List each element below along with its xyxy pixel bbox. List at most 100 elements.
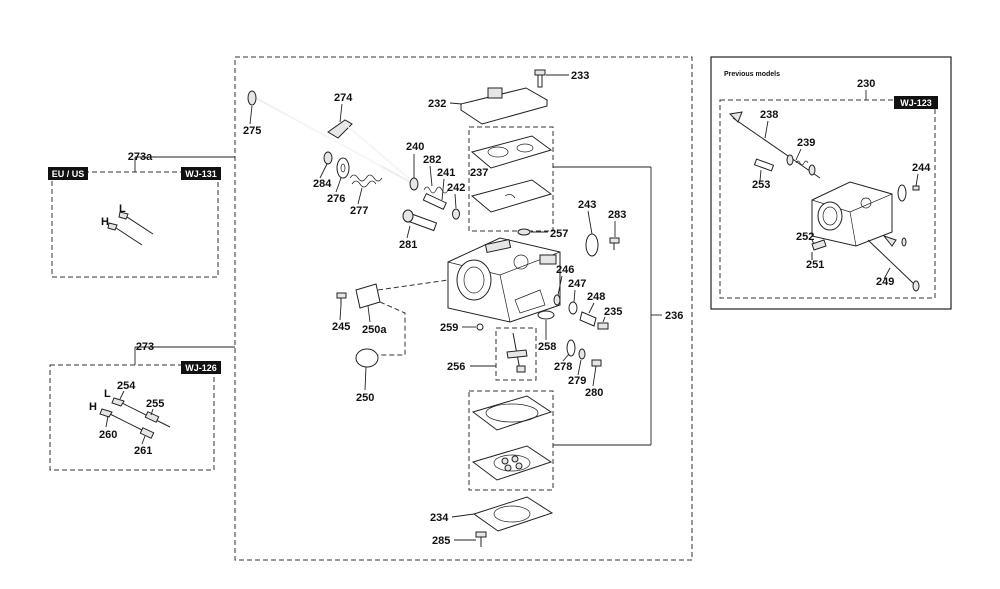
gasket-bottom-a [471, 395, 553, 431]
cover-234 [472, 496, 554, 532]
label-249: 249 [876, 276, 894, 288]
letter-h-273: H [89, 401, 97, 413]
badge-wj131-text: WJ-131 [185, 169, 217, 179]
label-233: 233 [571, 70, 589, 82]
needle-valve-256 [506, 332, 528, 373]
idle-screw-241 [422, 192, 447, 210]
group-273-frame [49, 364, 215, 471]
group-273a-frame [51, 171, 219, 278]
label-257: 257 [550, 228, 568, 240]
label-230: 230 [857, 78, 875, 90]
ball-259 [476, 323, 484, 331]
previous-models-inset [710, 56, 952, 310]
inset-screw-253 [753, 158, 775, 172]
label-247: 247 [568, 278, 586, 290]
label-276: 276 [327, 193, 345, 205]
inset-carburetor-body [811, 181, 893, 247]
badge-wj126-text: WJ-126 [185, 363, 217, 373]
label-281: 281 [399, 239, 417, 251]
choke-lever-274 [327, 119, 441, 206]
badge-eu-us-text: EU / US [52, 169, 85, 179]
inset-plate-244 [897, 184, 907, 202]
gasket-group-frame [468, 126, 554, 232]
letter-l-273: L [104, 388, 111, 400]
label-285: 285 [432, 535, 450, 547]
letter-l-273a: L [119, 203, 126, 215]
label-238: 238 [760, 109, 778, 121]
label-273a: 273a [128, 151, 153, 163]
label-273: 273 [136, 341, 154, 353]
screw-281 [402, 209, 438, 232]
label-245: 245 [332, 321, 350, 333]
spacer-247 [568, 301, 578, 315]
label-235: 235 [604, 306, 622, 318]
label-239: 239 [797, 137, 815, 149]
washer-240 [409, 177, 419, 191]
label-248: 248 [587, 291, 605, 303]
label-274: 274 [334, 92, 353, 104]
label-280: 280 [585, 387, 603, 399]
letter-h-273a: H [101, 216, 109, 228]
label-254: 254 [117, 380, 136, 392]
diaphragm-bottom-b [471, 445, 553, 481]
screw-233 [534, 69, 546, 88]
label-242: 242 [447, 182, 465, 194]
needle-valve-group-frame [495, 327, 537, 381]
label-250a: 250a [362, 324, 387, 336]
limiter-cap-261 [139, 427, 155, 439]
inset-parts-252 [811, 239, 827, 251]
label-250: 250 [356, 392, 374, 404]
label-279: 279 [568, 375, 586, 387]
gasket-237a [470, 135, 553, 169]
label-278: 278 [554, 361, 572, 373]
washer-246 [553, 294, 561, 306]
label-260: 260 [99, 429, 117, 441]
label-251: 251 [806, 259, 824, 271]
label-261: 261 [134, 445, 152, 457]
screw-283 [609, 237, 620, 250]
inset-shaft-238 [728, 111, 821, 179]
label-243: 243 [578, 199, 596, 211]
label-237: 237 [470, 167, 488, 179]
badge-eu-us [48, 167, 88, 180]
label-259: 259 [440, 322, 458, 334]
choke-plate-250a [355, 283, 381, 309]
label-277: 277 [350, 205, 368, 217]
badge-wj131 [181, 167, 221, 180]
label-255: 255 [146, 398, 164, 410]
throttle-plate-250 [355, 348, 379, 368]
screw-245 [336, 292, 347, 305]
washer-242 [452, 208, 460, 220]
label-234: 234 [430, 512, 449, 524]
inset-title: Previous models [724, 71, 780, 78]
lever-248 [579, 311, 597, 327]
limiter-cap-255 [144, 411, 160, 423]
carburetor-body [447, 237, 561, 323]
filter-257 [517, 228, 531, 236]
inset-shaft-249 [867, 234, 920, 292]
inset-parts-239 [786, 154, 816, 176]
badge-wj123-text: WJ-123 [900, 98, 932, 108]
label-284: 284 [313, 178, 332, 190]
diaphragm-237b [470, 179, 553, 213]
label-236: 236 [665, 310, 683, 322]
group-230-frame [719, 99, 936, 299]
washer-279 [578, 348, 586, 360]
label-244: 244 [912, 162, 931, 174]
needle-l-273a [118, 211, 154, 235]
plate-258 [537, 310, 555, 320]
badge-wj123 [894, 96, 938, 109]
badge-wj126 [181, 361, 221, 374]
label-253: 253 [752, 179, 770, 191]
plate-243 [585, 233, 599, 257]
washer-284 [323, 151, 333, 165]
label-258: 258 [538, 341, 556, 353]
label-246: 246 [556, 264, 574, 276]
label-252: 252 [796, 231, 814, 243]
spring-277 [349, 174, 383, 188]
screw-235 [597, 322, 609, 330]
plate-278 [566, 339, 576, 357]
spring-282 [423, 186, 449, 194]
